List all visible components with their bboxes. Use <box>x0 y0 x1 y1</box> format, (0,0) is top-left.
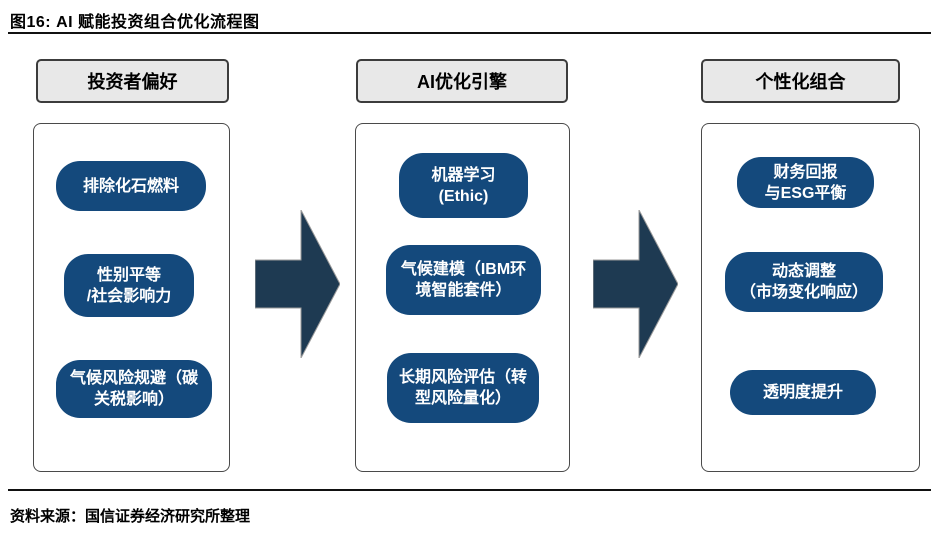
right-block-arrow-icon <box>255 210 340 358</box>
panel-ai-engine: 机器学习 (Ethic) 气候建模（IBM环 境智能套件） 长期风险评估（转 型… <box>355 123 570 472</box>
panel-personalized-portfolio: 财务回报 与ESG平衡 动态调整 （市场变化响应） 透明度提升 <box>701 123 920 472</box>
flow-node: 机器学习 (Ethic) <box>399 153 528 218</box>
flow-node: 气候建模（IBM环 境智能套件） <box>386 245 541 315</box>
column-header-ai-engine: AI优化引擎 <box>356 59 568 103</box>
column-header-label: 个性化组合 <box>755 72 846 92</box>
source-divider <box>8 489 931 491</box>
figure-title: 图16: AI 赋能投资组合优化流程图 <box>10 14 260 31</box>
flow-node: 气候风险规避（碳 关税影响） <box>56 360 212 418</box>
right-block-arrow-icon <box>593 210 678 358</box>
panel-investor-preferences: 排除化石燃料 性别平等 /社会影响力 气候风险规避（碳 关税影响） <box>33 123 230 472</box>
flow-node: 透明度提升 <box>730 370 876 415</box>
figure-source: 资料来源：国信证券经济研究所整理 <box>10 508 251 525</box>
column-header-personalized-portfolio: 个性化组合 <box>701 59 900 103</box>
title-divider <box>8 32 931 34</box>
column-header-label: 投资者偏好 <box>87 72 178 92</box>
flow-node: 财务回报 与ESG平衡 <box>737 157 874 208</box>
flow-node: 排除化石燃料 <box>56 161 206 211</box>
flow-node: 动态调整 （市场变化响应） <box>725 252 883 312</box>
column-header-investor-preferences: 投资者偏好 <box>36 59 229 103</box>
flow-node: 长期风险评估（转 型风险量化） <box>387 353 539 423</box>
flow-node: 性别平等 /社会影响力 <box>64 254 194 317</box>
column-header-label: AI优化引擎 <box>417 72 507 92</box>
